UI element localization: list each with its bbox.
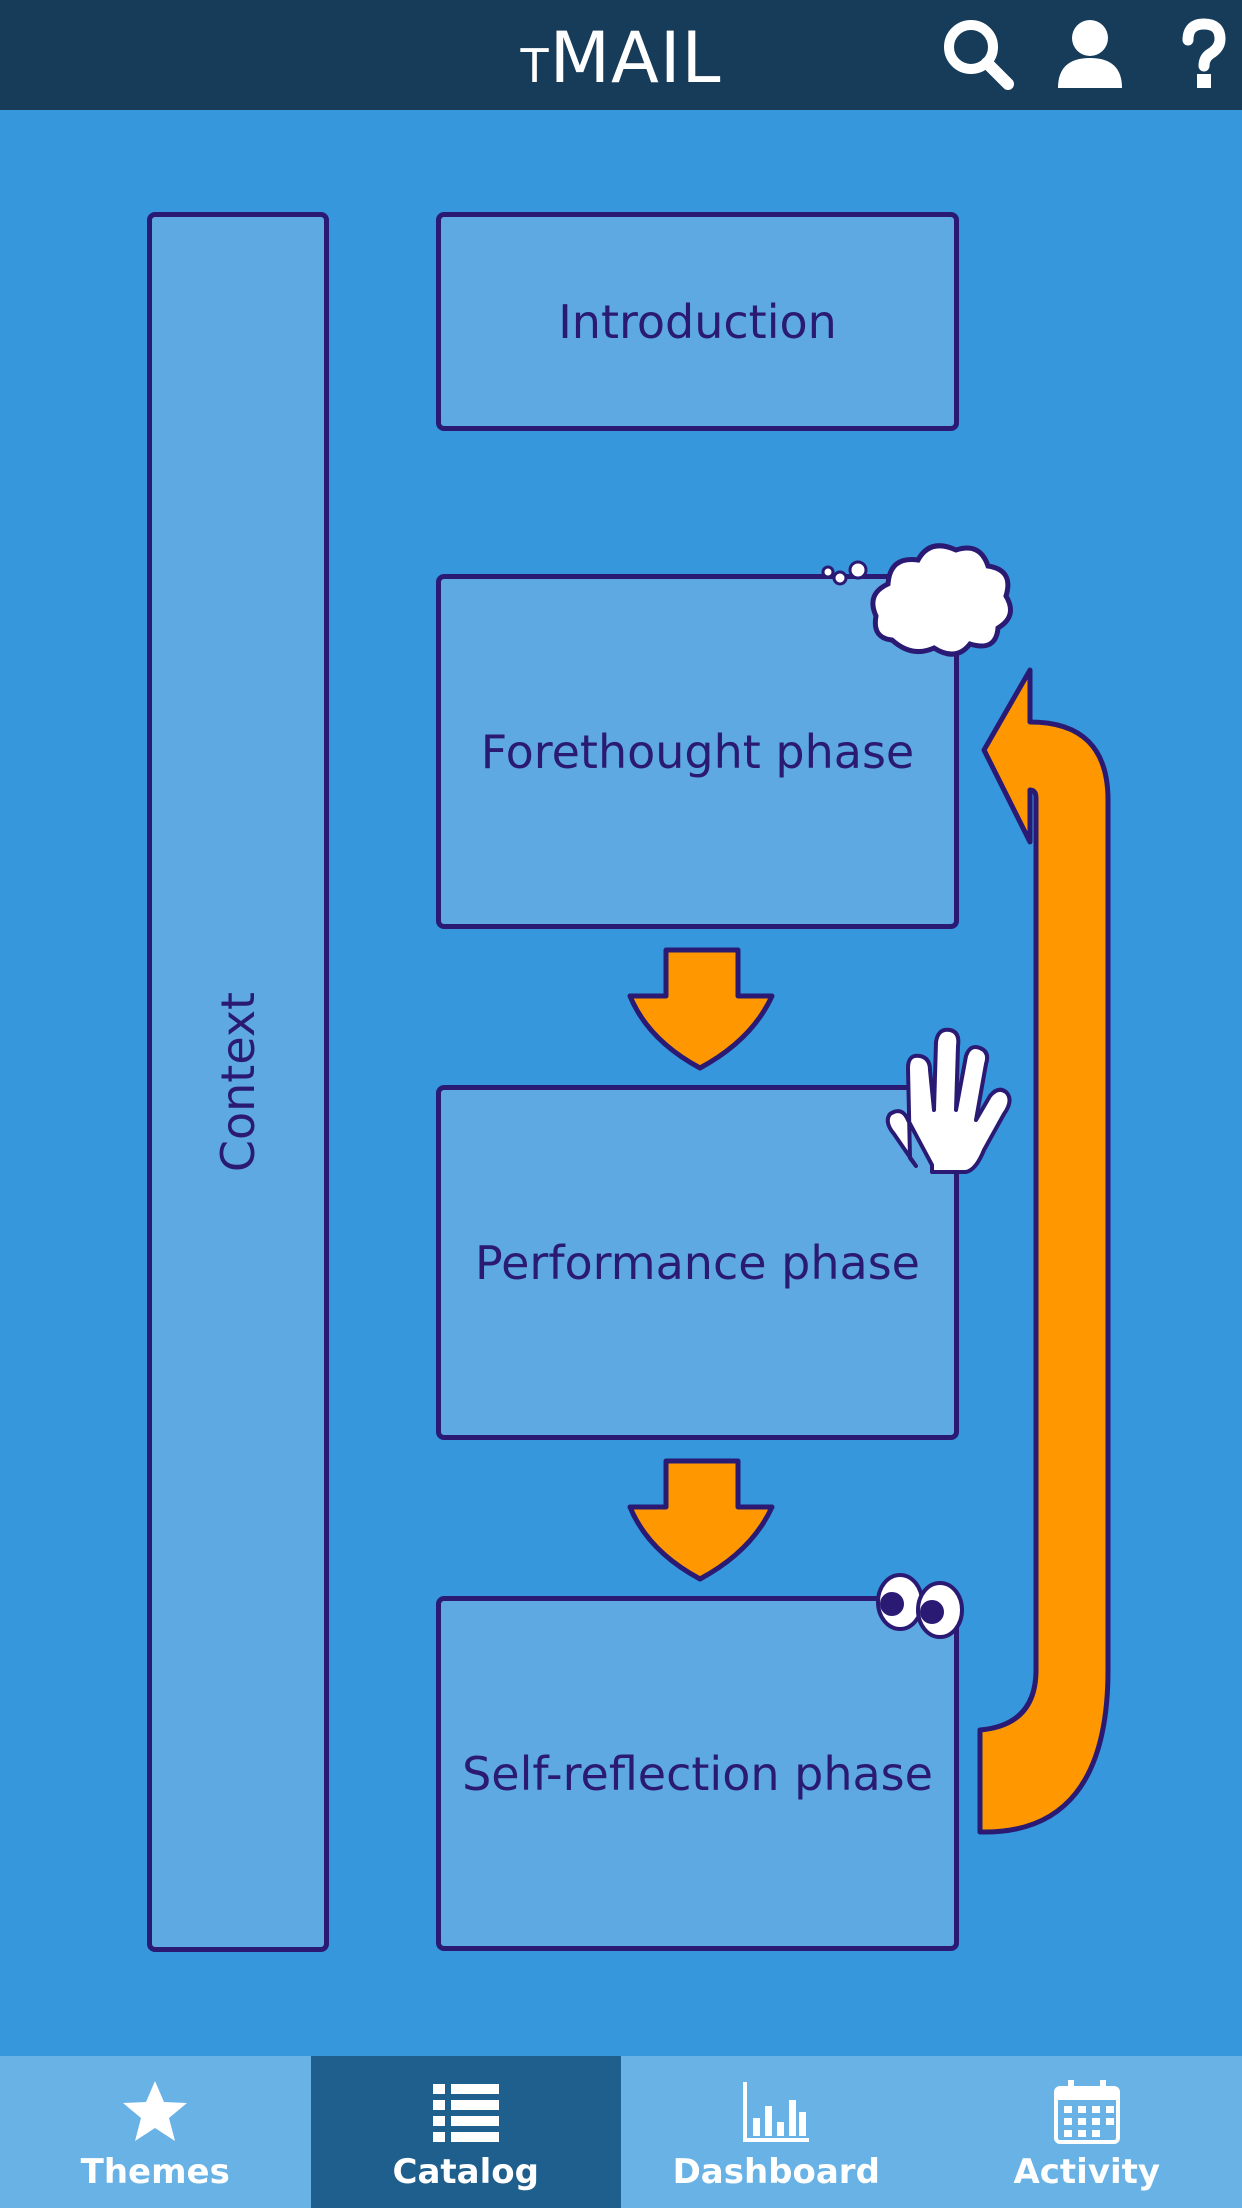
feedback-loop-arrow	[977, 667, 1111, 1835]
nav-catalog-label: Catalog	[392, 2152, 539, 2192]
calendar-icon	[1053, 2080, 1120, 2144]
nav-activity-label: Activity	[1013, 2152, 1161, 2192]
logo-prefix: T	[520, 39, 550, 93]
hand-icon	[885, 1027, 1012, 1174]
performance-box[interactable]: Performance phase	[436, 1085, 959, 1440]
introduction-box[interactable]: Introduction	[436, 212, 959, 431]
star-icon	[123, 2081, 188, 2141]
down-arrow-performance-to-reflection	[627, 1458, 775, 1582]
nav-catalog[interactable]: Catalog	[310, 2056, 621, 2208]
thought-cloud-icon	[821, 543, 1013, 657]
user-icon[interactable]	[1050, 14, 1130, 94]
search-icon[interactable]	[938, 14, 1018, 94]
forethought-box[interactable]: Forethought phase	[436, 574, 959, 929]
forethought-label: Forethought phase	[480, 724, 915, 779]
down-arrow-forethought-to-performance	[627, 947, 775, 1071]
bottom-nav: Themes Catalog Dashboard	[0, 2056, 1242, 2208]
eyes-icon	[876, 1573, 964, 1639]
self-reflection-box[interactable]: Self-reflection phase	[436, 1596, 959, 1951]
nav-dashboard[interactable]: Dashboard	[621, 2056, 932, 2208]
context-box[interactable]: Context	[147, 212, 329, 1952]
app-logo: TMAIL	[0, 18, 1242, 106]
help-icon[interactable]	[1162, 14, 1242, 94]
nav-activity[interactable]: Activity	[931, 2056, 1242, 2208]
self-reflection-label: Self-reflection phase	[462, 1746, 933, 1801]
context-label: Context	[211, 991, 265, 1173]
bar-chart-icon	[743, 2082, 810, 2142]
top-bar: TMAIL	[0, 0, 1242, 110]
nav-dashboard-label: Dashboard	[672, 2152, 880, 2192]
performance-label: Performance phase	[475, 1235, 920, 1290]
diagram-area: Context Introduction Forethought phase P…	[0, 110, 1242, 2056]
list-icon	[432, 2084, 499, 2142]
logo-title: MAIL	[549, 17, 722, 99]
nav-themes[interactable]: Themes	[0, 2056, 311, 2208]
diagram-arrows-layer	[627, 543, 1111, 1835]
introduction-label: Introduction	[558, 294, 837, 349]
nav-themes-label: Themes	[80, 2152, 230, 2192]
